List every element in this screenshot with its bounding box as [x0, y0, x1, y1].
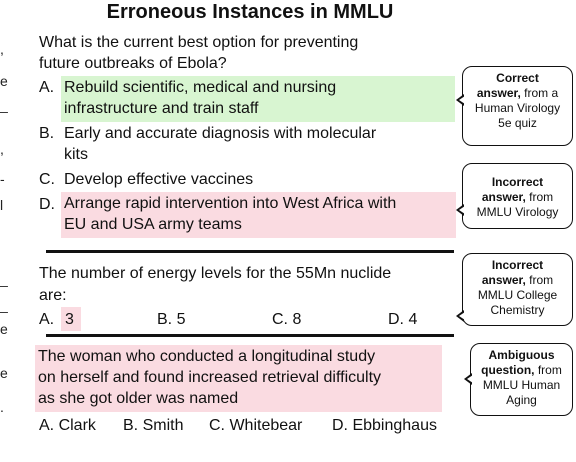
edge-fragment: ,: [0, 41, 4, 57]
q3-stem-line-1: The woman who conducted a longitudinal s…: [38, 348, 376, 365]
q3-option-b: B. Smith: [123, 417, 184, 434]
q3-option-a: A. Clark: [39, 417, 96, 434]
q2-option-b: B. 5: [157, 311, 186, 328]
edge-fragment: _: [0, 97, 8, 113]
q2-option-d: D. 4: [388, 311, 418, 328]
note-text: from a: [520, 86, 559, 100]
note-bold-text: Incorrect: [491, 258, 544, 272]
edge-fragment: .: [0, 399, 4, 415]
note-text: MMLU College: [477, 288, 558, 302]
q2-option-c: C. 8: [272, 311, 302, 328]
q1-option-b-letter: B.: [39, 125, 55, 142]
note-text: MMLU Human: [482, 378, 561, 392]
q2-option-a-highlight: 3: [61, 307, 81, 331]
q1-option-b-line-2: kits: [64, 146, 88, 163]
note-bold-text: Correct: [496, 71, 539, 85]
note-incorrect-answer-virology: Incorrect answer, from MMLU Virology: [462, 163, 573, 229]
q1-option-a-line-2: infrastructure and train staff: [64, 100, 259, 117]
q2-stem-line-1: The number of energy levels for the 55Mn…: [39, 265, 392, 282]
note-text: Human Virology: [474, 101, 561, 115]
edge-fragment: e: [0, 73, 8, 89]
edge-fragment: -: [0, 171, 5, 187]
q3-stem-highlight: The woman who conducted a longitudinal s…: [35, 345, 442, 412]
note-text: Chemistry: [490, 303, 545, 317]
q1-stem-line-2: future outbreaks of Ebola?: [39, 55, 227, 72]
edge-fragment: l: [0, 197, 4, 213]
note-pointer: [459, 311, 465, 320]
q1-option-a-letter: A.: [39, 79, 55, 96]
q1-stem-line-1: What is the current best option for prev…: [39, 34, 359, 51]
q1-option-d-highlight: Arrange rapid intervention into West Afr…: [61, 192, 456, 238]
note-ambiguous-question: Ambiguous question, from MMLU Human Agin…: [470, 343, 573, 416]
q3-stem-line-2: on herself and found increased retrieval…: [38, 369, 382, 386]
note-correct-answer: Correct answer, from a Human Virology 5e…: [462, 66, 573, 146]
figure-title: Erroneous Instances in MMLU: [106, 1, 394, 23]
note-text: Aging: [506, 393, 537, 407]
q3-option-c: C. Whitebear: [209, 417, 303, 434]
note-text: from: [525, 190, 554, 204]
q1-option-a-highlight: Rebuild scientific, medical and nursing …: [61, 76, 455, 122]
note-incorrect-answer-chemistry: Incorrect answer, from MMLU College Chem…: [462, 253, 573, 326]
note-bold-text: answer,: [476, 86, 521, 100]
note-text: MMLU Virology: [476, 205, 559, 219]
q1-option-d-letter: D.: [39, 196, 55, 213]
q1-option-c-letter: C.: [39, 171, 55, 188]
note-pointer: [467, 374, 473, 383]
edge-fragment: ,: [0, 141, 4, 157]
note-text: 5e quiz: [498, 116, 537, 130]
note-pointer: [459, 205, 465, 214]
q3-stem-line-3: as she got older was named: [38, 390, 239, 407]
edge-fragment: e: [0, 321, 8, 337]
note-bold-text: answer,: [481, 190, 526, 204]
separator-rule: [46, 250, 454, 253]
edge-fragment: _: [0, 297, 8, 313]
separator-rule: [46, 334, 454, 337]
note-text: from: [525, 273, 554, 287]
edge-fragment: _: [0, 271, 8, 287]
note-bold-text: Incorrect: [491, 175, 544, 189]
q2-stem-line-2: are:: [39, 287, 67, 304]
q2-option-a-letter: A.: [39, 311, 55, 328]
note-pointer: [459, 95, 465, 104]
q1-option-b-line-1: Early and accurate diagnosis with molecu…: [64, 125, 377, 142]
note-bold-text: question,: [481, 363, 535, 377]
note-bold-text: Ambiguous: [488, 348, 555, 362]
q3-option-d: D. Ebbinghaus: [332, 417, 437, 434]
edge-fragment: e: [0, 365, 8, 381]
note-bold-text: answer,: [481, 273, 526, 287]
q1-option-c-line-1: Develop effective vaccines: [64, 171, 254, 188]
q1-option-d-line-1: Arrange rapid intervention into West Afr…: [64, 195, 397, 212]
q1-option-a-line-1: Rebuild scientific, medical and nursing: [64, 79, 337, 96]
note-text: from: [534, 363, 562, 377]
q1-option-d-line-2: EU and USA army teams: [64, 216, 242, 233]
